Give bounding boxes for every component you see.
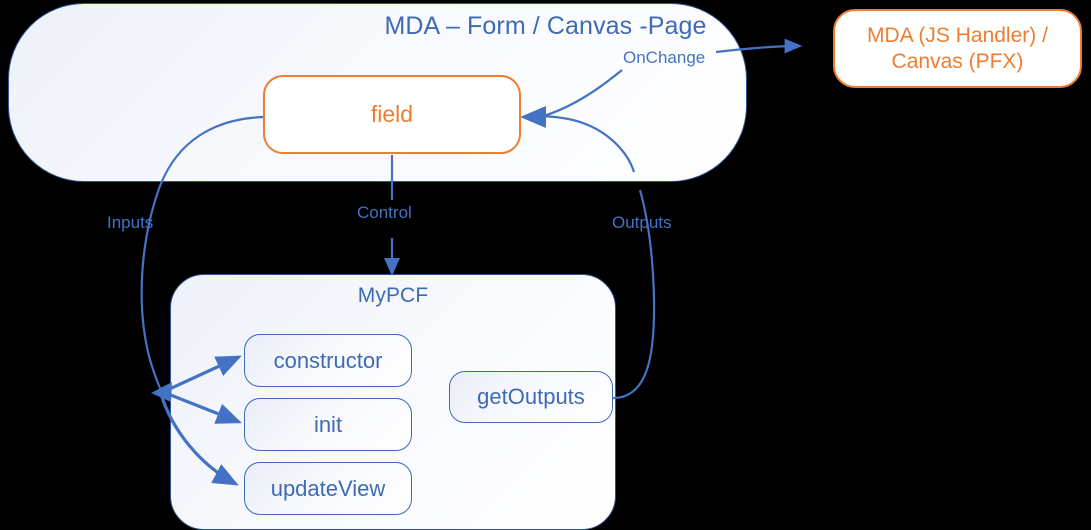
init-box[interactable]: init	[244, 398, 412, 451]
edge-label-inputs: Inputs	[107, 213, 154, 232]
field-box[interactable]: field	[263, 75, 521, 154]
handler-box-label: MDA (JS Handler) / Canvas (PFX)	[867, 23, 1048, 74]
handler-box-line1: MDA (JS Handler) /	[867, 23, 1048, 47]
update-view-box-label: updateView	[270, 475, 386, 501]
mda-container-title: MDA – Form / Canvas -Page	[384, 12, 707, 40]
get-outputs-box[interactable]: getOutputs	[449, 371, 613, 423]
field-box-label: field	[370, 101, 414, 128]
edge-inputs-arrowhead	[151, 382, 172, 402]
edge-label-outputs: Outputs	[612, 213, 672, 232]
constructor-box-label: constructor	[273, 347, 383, 373]
handler-box-line2: Canvas (PFX)	[891, 49, 1024, 73]
mypcf-container-title: MyPCF	[357, 284, 429, 307]
handler-box[interactable]: MDA (JS Handler) / Canvas (PFX)	[833, 9, 1082, 88]
edge-label-control: Control	[357, 203, 412, 222]
constructor-box[interactable]: constructor	[244, 334, 412, 387]
init-box-label: init	[313, 411, 343, 437]
edge-label-onchange: OnChange	[623, 48, 706, 67]
get-outputs-box-label: getOutputs	[477, 384, 585, 409]
update-view-box[interactable]: updateView	[244, 462, 412, 515]
